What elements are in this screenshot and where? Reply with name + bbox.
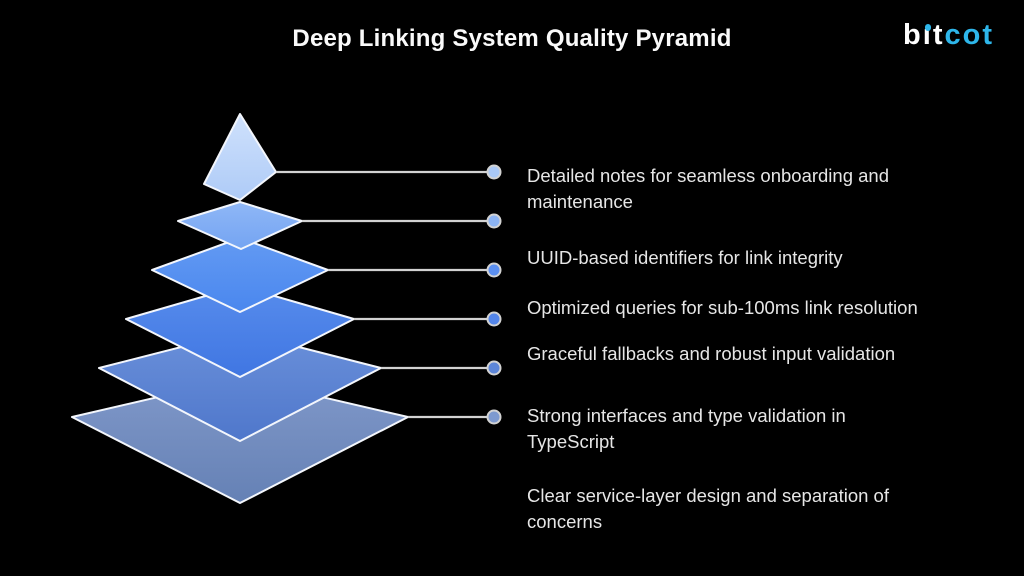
page-title: Deep Linking System Quality Pyramid <box>292 25 732 52</box>
pyramid-layer-5 <box>98 331 382 442</box>
connector-dot-2 <box>486 213 502 229</box>
connector-dot-1 <box>486 164 502 180</box>
logo-i-dot <box>924 24 932 31</box>
connector-dot-5 <box>486 360 502 376</box>
layer-label-6: Clear service-layer design and separatio… <box>527 485 889 532</box>
pyramid-layer-3 <box>151 237 329 313</box>
layer-labels: Detailed notes for seamless onboarding a… <box>527 0 927 576</box>
pyramid-layer-2 <box>177 201 303 250</box>
logo-text-accent: cot <box>944 19 994 51</box>
layer-label-1: Detailed notes for seamless onboarding a… <box>527 165 890 212</box>
layer-label-2: UUID-based identifiers for link integrit… <box>527 247 843 268</box>
layer-label-3: Optimized queries for sub-100ms link res… <box>527 297 918 318</box>
layer-label-5: Strong interfaces and type validation in… <box>527 405 846 452</box>
pyramid-layer-4 <box>125 285 355 378</box>
logo-letter-i: ı <box>922 19 933 51</box>
pyramid-layer-1 <box>203 113 277 201</box>
layer-label-4: Graceful fallbacks and robust input vali… <box>527 343 896 364</box>
connector-dot-6 <box>486 409 502 425</box>
connector-dot-4 <box>486 311 502 327</box>
connector-dot-3 <box>486 262 502 278</box>
